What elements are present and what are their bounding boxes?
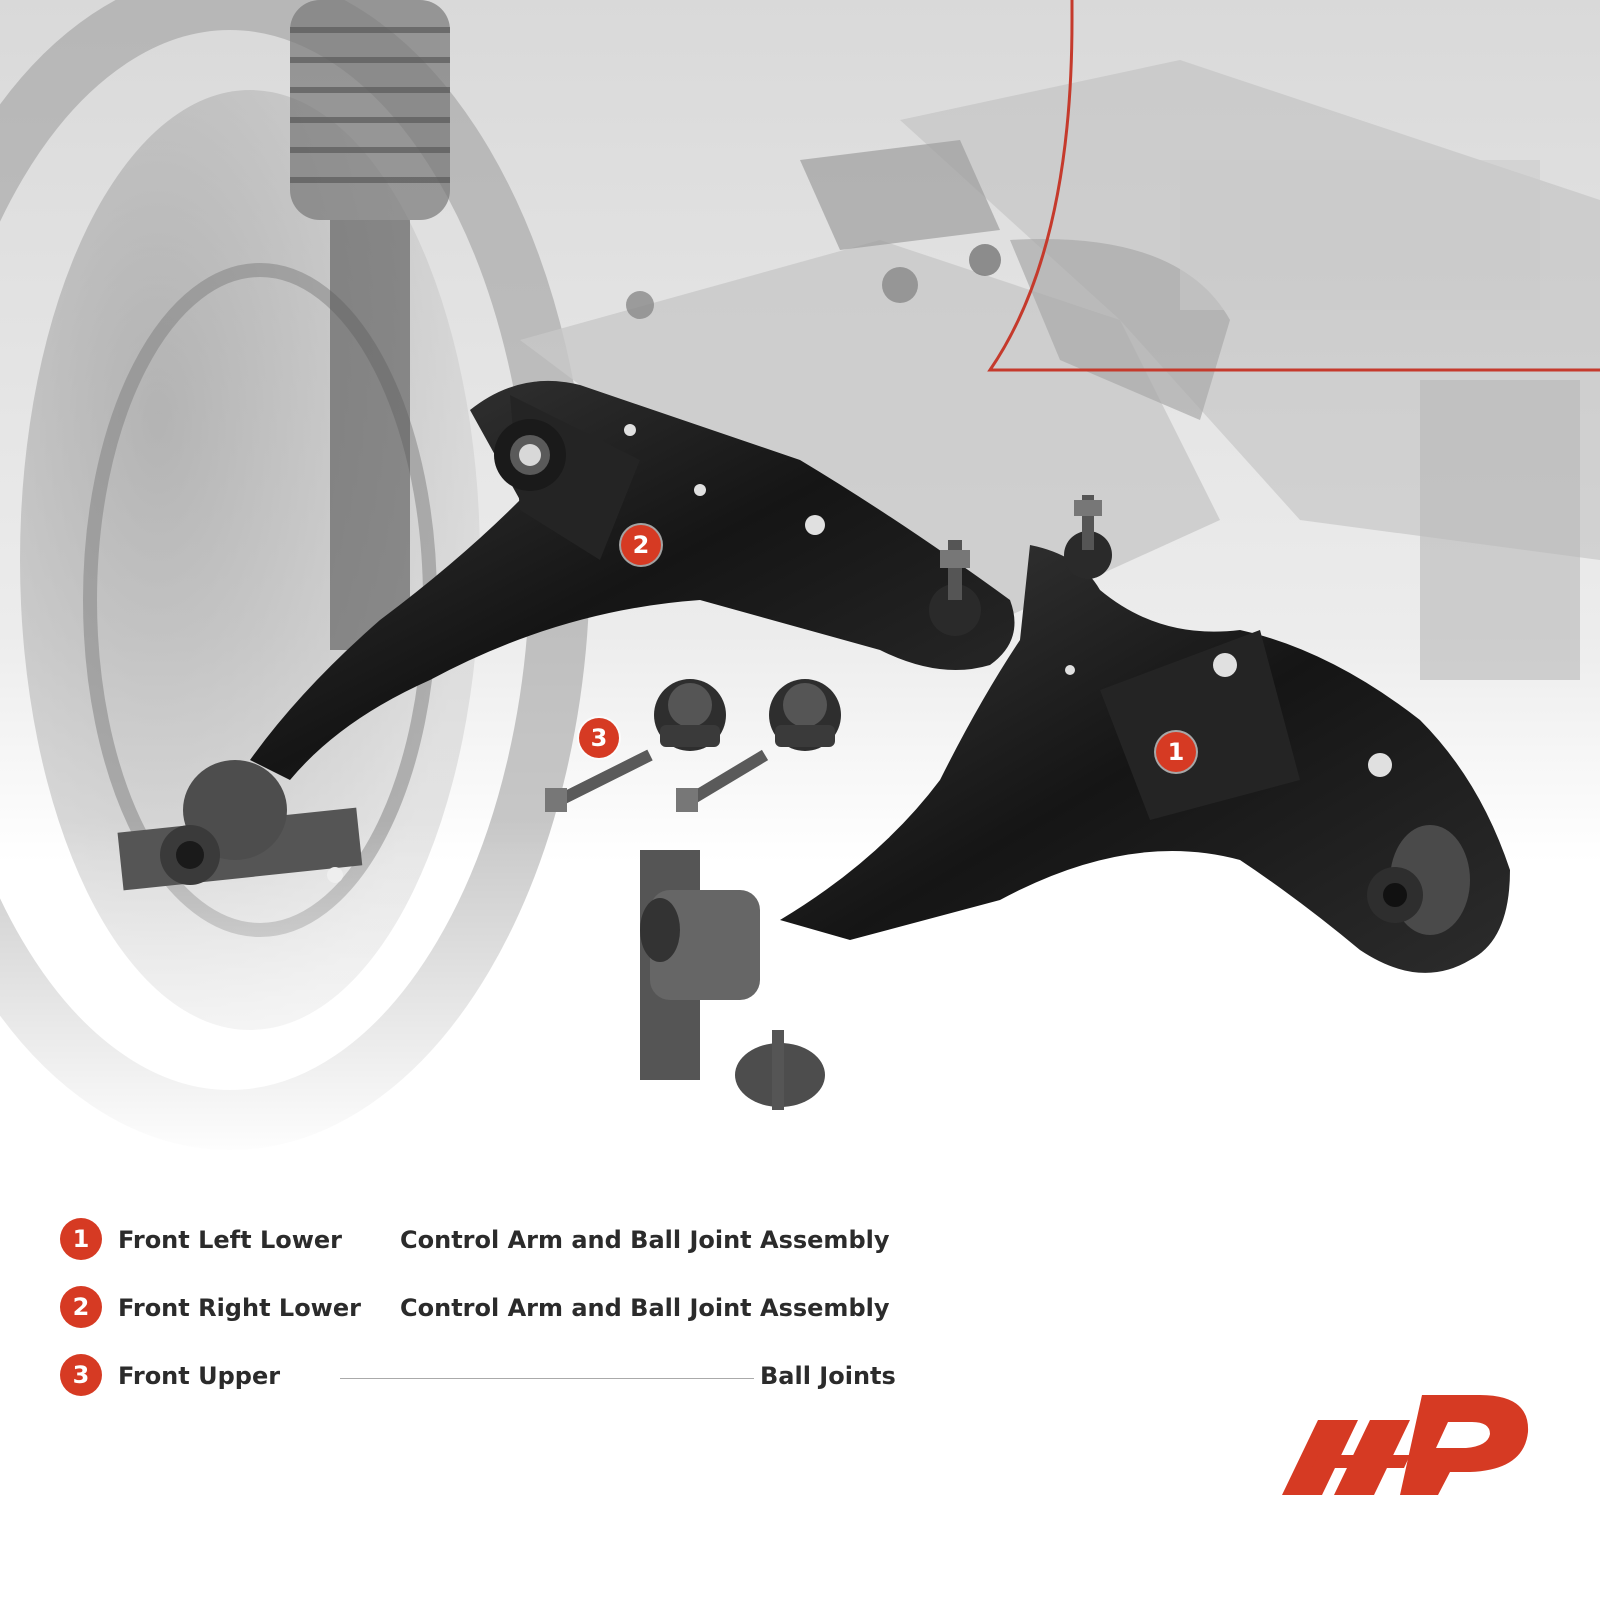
callout-badge-3: 3 — [579, 718, 619, 758]
legend-part-2: Front Right Lower — [118, 1294, 367, 1322]
control-arm-front-right-lower — [117, 380, 1015, 891]
legend-number-2: 2 — [60, 1286, 102, 1328]
legend-number-3: 3 — [60, 1354, 102, 1396]
upper-ball-joints — [545, 679, 841, 812]
callout-badge-2: 2 — [621, 525, 661, 565]
callout-badge-1: 1 — [1156, 732, 1196, 772]
legend-description-3: Ball Joints — [754, 1362, 896, 1390]
control-arm-front-left-lower — [640, 495, 1510, 1110]
background-undercarriage — [0, 0, 1600, 1160]
legend-row-2: 2 Front Right Lower Control Arm and Ball… — [60, 1286, 920, 1330]
legend-part-3: Front Upper — [118, 1362, 287, 1390]
legend-description-2: Control Arm and Ball Joint Assembly — [394, 1294, 890, 1322]
legend-description-1: Control Arm and Ball Joint Assembly — [394, 1226, 890, 1254]
legend-row-1: 1 Front Left Lower Control Arm and Ball … — [60, 1218, 920, 1262]
leader-line — [340, 1378, 760, 1379]
legend-row-3: 3 Front Upper Ball Joints — [60, 1354, 920, 1398]
legend-part-1: Front Left Lower — [118, 1226, 349, 1254]
legend-number-1: 1 — [60, 1218, 102, 1260]
brand-logo — [1282, 1395, 1529, 1495]
